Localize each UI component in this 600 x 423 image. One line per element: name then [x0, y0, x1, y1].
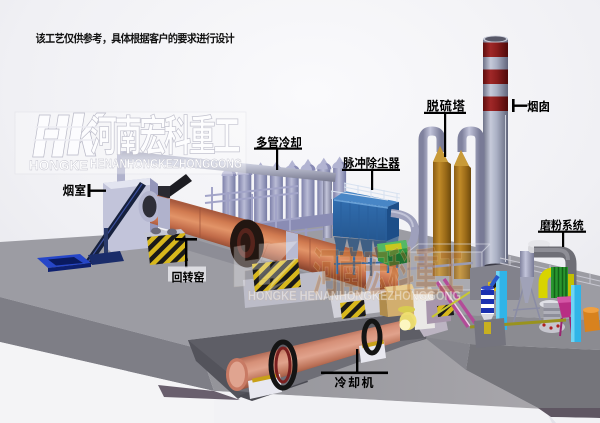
svg-text:HENANHONGKEZHONGGONG: HENANHONGKEZHONGGONG — [90, 156, 242, 171]
svg-text:HONGKE: HONGKE — [29, 158, 88, 173]
svg-text:HONGKE HENANHONGKEZHONGGONG: HONGKE HENANHONGKEZHONGGONG — [248, 288, 461, 303]
